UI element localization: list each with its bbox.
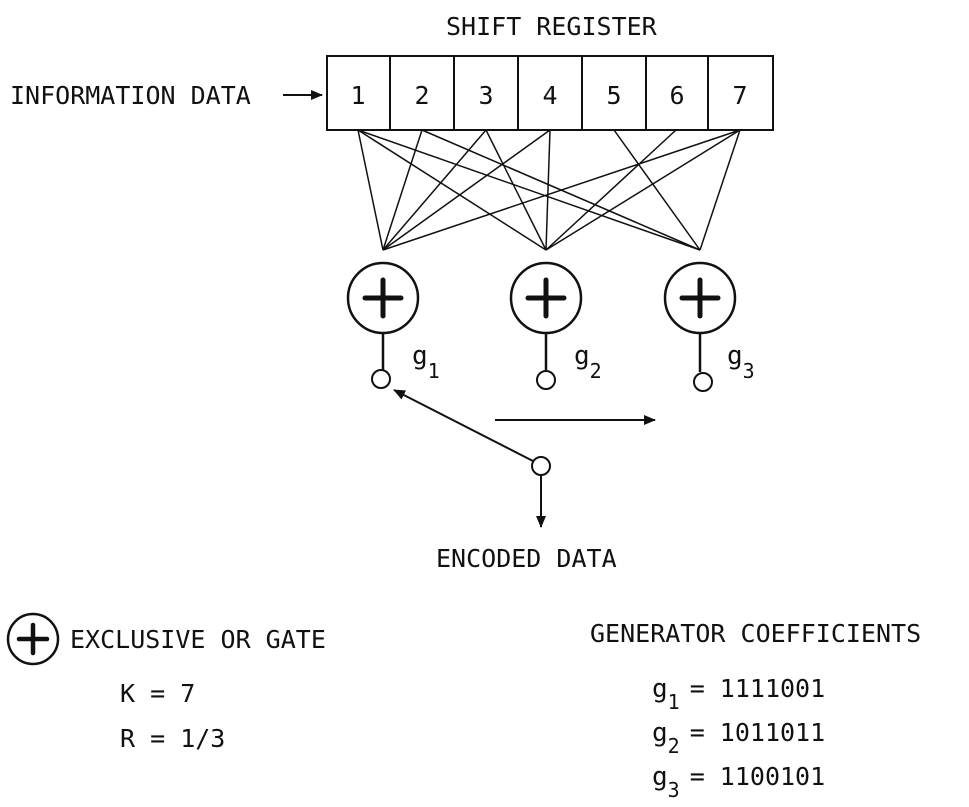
generator-value: = 1011011 bbox=[689, 718, 826, 747]
tap-line-g2 bbox=[545, 129, 677, 251]
gate-subscript: 3 bbox=[742, 359, 755, 383]
generator-subscript: 3 bbox=[667, 778, 680, 802]
register-cell-1: 1 bbox=[350, 81, 366, 110]
register-cell-3: 3 bbox=[478, 81, 494, 110]
legend-gate-text: EXCLUSIVE OR GATE bbox=[70, 625, 326, 654]
generator-letter: g bbox=[652, 674, 668, 704]
gate-subscript: 2 bbox=[589, 359, 602, 383]
register-cell-7: 7 bbox=[732, 81, 748, 110]
generator-letter: g bbox=[652, 718, 668, 748]
tap-line-g2 bbox=[545, 129, 551, 251]
diagram-title: SHIFT REGISTER bbox=[446, 12, 657, 41]
commutator-pivot bbox=[531, 456, 551, 476]
gate-label-g1: g1 bbox=[412, 341, 440, 381]
gate-letter: g bbox=[727, 341, 743, 371]
register-cell-2: 2 bbox=[414, 81, 430, 110]
tap-line-g1 bbox=[357, 129, 384, 251]
generator-row-g1: g1 = 1111001 bbox=[652, 674, 826, 712]
generator-letter: g bbox=[652, 762, 668, 792]
generator-heading: GENERATOR COEFFICIENTS bbox=[590, 619, 922, 648]
gate-letter: g bbox=[574, 341, 590, 371]
tap-line-g1 bbox=[382, 129, 551, 251]
output-terminal-g2 bbox=[536, 370, 556, 390]
tap-line-g2 bbox=[545, 129, 741, 251]
constraint-length: K = 7 bbox=[120, 679, 196, 708]
register-cell-6: 6 bbox=[669, 81, 685, 110]
commutator-arm bbox=[393, 389, 534, 462]
tap-line-g3 bbox=[613, 129, 701, 251]
tap-line-g1 bbox=[382, 129, 423, 251]
code-rate: R = 1/3 bbox=[120, 724, 226, 753]
generator-value: = 1111001 bbox=[689, 674, 826, 703]
output-terminal-g1 bbox=[371, 369, 391, 389]
generator-subscript: 1 bbox=[667, 690, 680, 714]
output-terminal-g3 bbox=[693, 372, 713, 392]
generator-subscript: 2 bbox=[667, 734, 680, 758]
gate-letter: g bbox=[412, 341, 428, 371]
tap-line-g3 bbox=[699, 129, 741, 251]
tap-line-g2 bbox=[357, 129, 547, 251]
gate-label-g2: g2 bbox=[574, 341, 602, 381]
register-cell-5: 5 bbox=[606, 81, 622, 110]
gate-label-g3: g3 bbox=[727, 341, 755, 381]
tap-line-g3 bbox=[421, 129, 701, 251]
output-label: ENCODED DATA bbox=[436, 544, 617, 573]
register-cell-4: 4 bbox=[542, 81, 558, 110]
input-label: INFORMATION DATA bbox=[10, 81, 251, 110]
tap-line-g2 bbox=[485, 129, 547, 251]
tap-line-g3 bbox=[357, 129, 701, 251]
generator-row-g3: g3 = 1100101 bbox=[652, 762, 826, 800]
gate-subscript: 1 bbox=[427, 359, 440, 383]
generator-value: = 1100101 bbox=[689, 762, 826, 791]
generator-row-g2: g2 = 1011011 bbox=[652, 718, 826, 756]
